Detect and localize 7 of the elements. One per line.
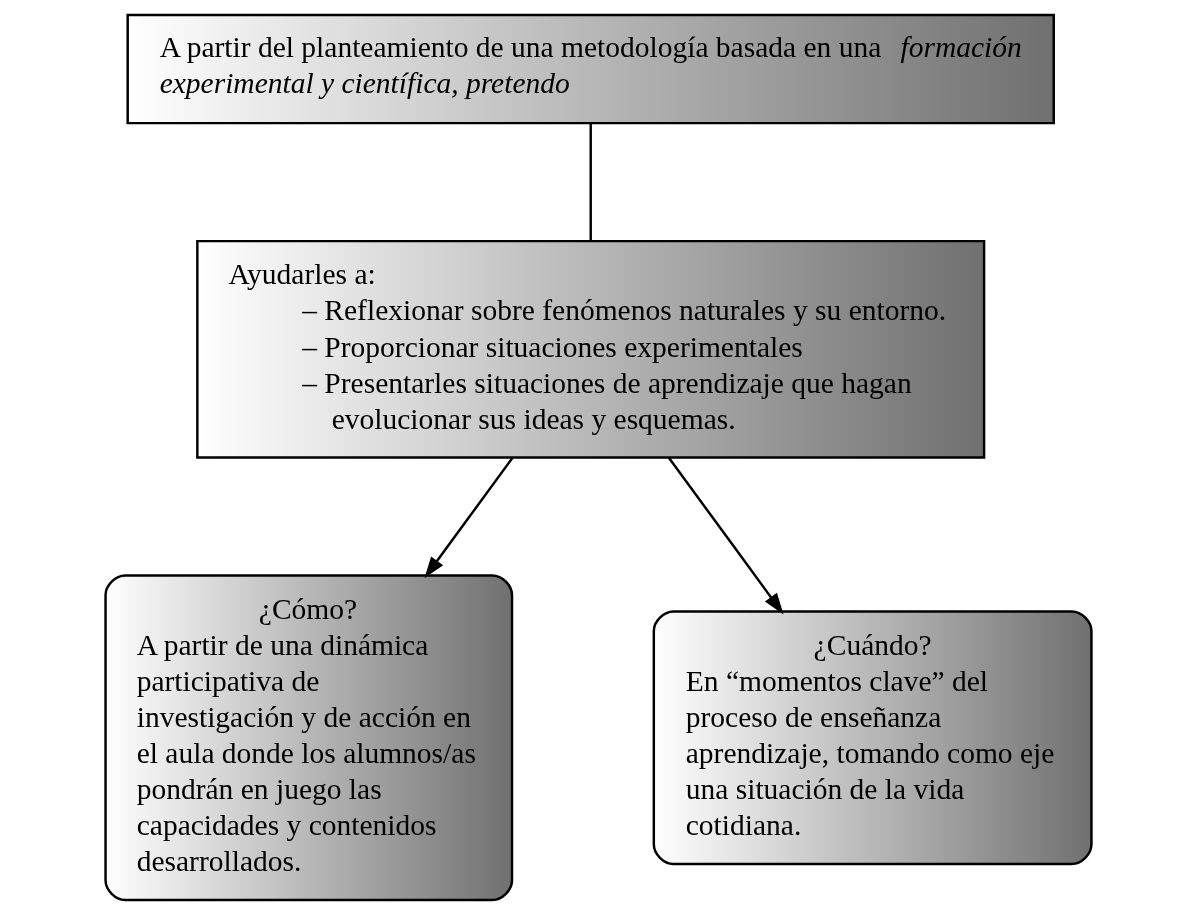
node-box: A partir del planteamiento de una metodología basada en una formación experimental y científica, pretendo [126, 13, 1055, 125]
connector [589, 123, 592, 241]
node-box: ¿Cuándo? En “momentos clave” del proceso de enseñanza aprendizaje, tomando como eje una situación de la vida cotidiana. [652, 610, 1093, 866]
arrow [424, 457, 514, 578]
node-box: Ayudarles a: – Reflexionar sobre fenómenos naturales y su entorno. – Proporcionar situaciones experimentales – Presentarles situaciones de aprendizaje que hagan evolucionar sus ideas y esquemas. [196, 239, 986, 459]
arrow [667, 457, 784, 615]
node-box: ¿Cómo? A partir de una dinámica participativa de investigación y de acción en el aula donde los alumnos/as pondrán en juego las capacidades y contenidos desarrollados. [104, 574, 514, 902]
